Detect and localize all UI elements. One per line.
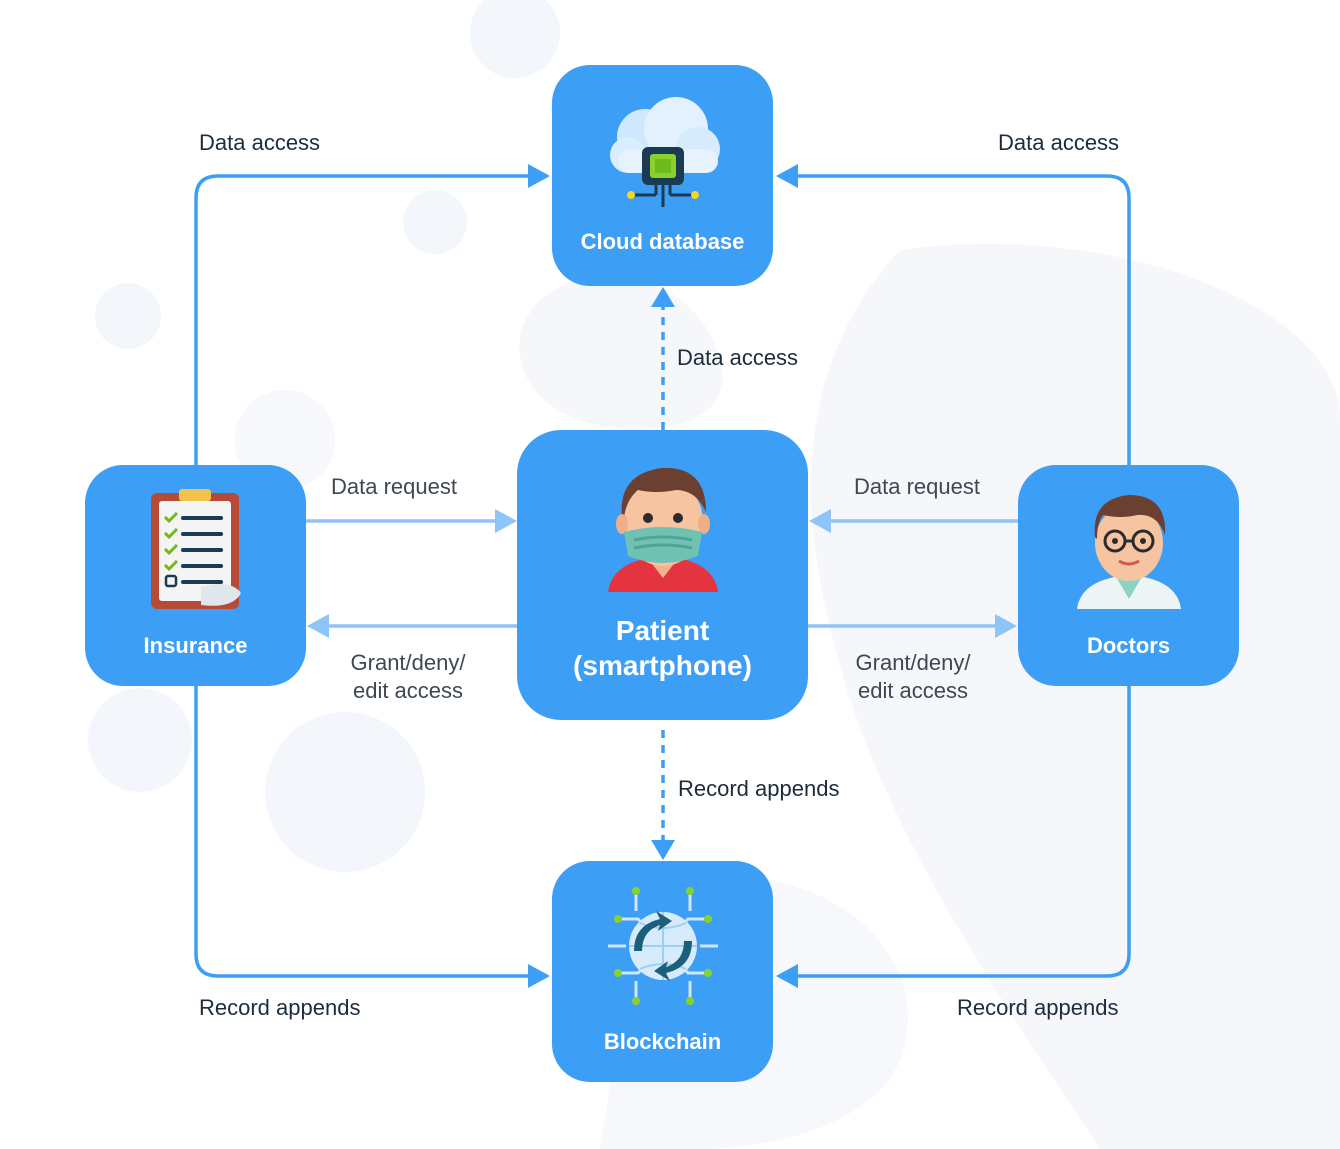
arrowhead-doctors-blockchain [776, 964, 798, 988]
arrowhead-doctors-request [809, 509, 831, 533]
arrowhead-grant-insurance [307, 614, 329, 638]
label-insurance-data-request: Data request [331, 474, 457, 499]
arrowhead-insurance-request [495, 509, 517, 533]
masked-patient-icon [607, 467, 718, 592]
patient-label-line1: Patient [615, 615, 710, 646]
label-insurance-record-appends: Record appends [199, 995, 361, 1020]
patient-node[interactable]: Patient (smartphone) [517, 430, 808, 720]
label-doctors-data-access: Data access [998, 130, 1120, 155]
label-doctors-record-appends: Record appends [957, 995, 1119, 1020]
edge-doctors-blockchain [796, 686, 1131, 978]
cloud-database-label: Cloud database [580, 229, 745, 254]
arrowhead-insurance-blockchain [528, 964, 550, 988]
arrowhead-patient-cloud [651, 287, 675, 307]
arrowhead-doctors-cloud [776, 164, 798, 188]
globe-network-icon [607, 887, 718, 1005]
cloud-database-node[interactable]: Cloud database [552, 65, 773, 286]
arrowhead-grant-doctors [995, 614, 1017, 638]
edge-insurance-blockchain [194, 686, 530, 978]
insurance-node[interactable]: Insurance [85, 465, 306, 686]
label-grant-insurance-line2: edit access [352, 678, 464, 703]
label-patient-record-appends: Record appends [678, 776, 840, 801]
clipboard-checklist-icon [150, 489, 241, 609]
label-grant-doctors-line1: Grant/deny/ [855, 650, 971, 675]
label-doctors-data-request: Data request [854, 474, 980, 499]
arrowhead-insurance-cloud [528, 164, 550, 188]
edge-doctors-cloud [796, 174, 1131, 465]
label-grant-insurance-line1: Grant/deny/ [350, 650, 466, 675]
label-insurance-data-access: Data access [199, 130, 321, 155]
cloud-chip-icon [609, 97, 720, 207]
edge-insurance-cloud [194, 174, 530, 465]
blockchain-node[interactable]: Blockchain [552, 861, 773, 1082]
insurance-label: Insurance [143, 633, 248, 658]
doctors-label: Doctors [1086, 633, 1171, 658]
label-grant-doctors-line2: edit access [857, 678, 969, 703]
arrowhead-patient-blockchain [651, 840, 675, 860]
doctor-icon [1076, 495, 1181, 609]
doctors-node[interactable]: Doctors [1018, 465, 1239, 686]
patient-label-line2: (smartphone) [573, 650, 752, 681]
blockchain-label: Blockchain [603, 1029, 722, 1054]
label-patient-data-access: Data access [677, 345, 799, 370]
